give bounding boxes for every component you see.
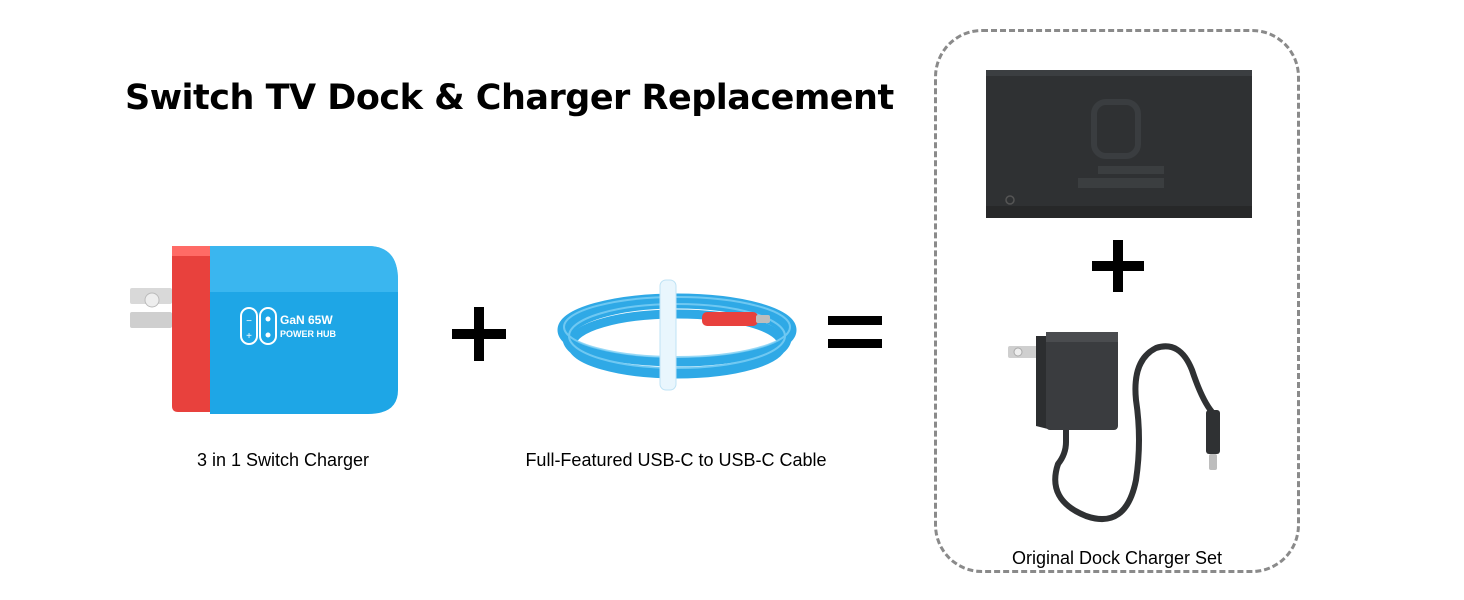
switch-dock-image <box>986 70 1252 218</box>
original-set-frame <box>934 29 1300 573</box>
equals-icon <box>828 316 882 348</box>
page-title: Switch TV Dock & Charger Replacement <box>125 78 894 118</box>
gan-charger-image: − + GaN 65W POWER HUB <box>130 246 398 414</box>
cable-caption: Full-Featured USB-C to USB-C Cable <box>525 450 827 470</box>
original-set-caption: Original Dock Charger Set <box>1011 548 1223 568</box>
plus-icon <box>1092 240 1144 292</box>
usb-c-cable-image <box>557 279 797 391</box>
svg-text:+: + <box>246 331 252 342</box>
plus-icon <box>452 307 506 361</box>
svg-text:−: − <box>246 316 252 327</box>
ac-adapter-image <box>1008 332 1220 523</box>
charger-badge-line1: GaN 65W <box>280 313 333 327</box>
charger-badge-line2: POWER HUB <box>280 329 337 339</box>
charger-caption: 3 in 1 Switch Charger <box>196 450 370 470</box>
